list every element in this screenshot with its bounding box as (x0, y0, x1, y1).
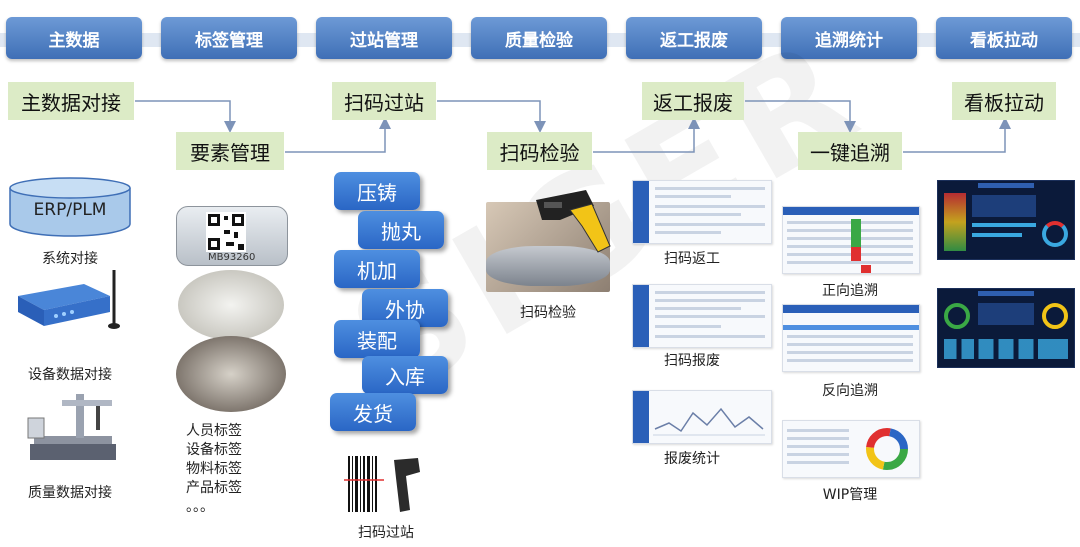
connector-1 (135, 100, 236, 133)
wip-thumbnail (782, 420, 920, 478)
step-scan-station: 扫码过站 (332, 82, 436, 120)
tab-label-management[interactable]: 标签管理 (161, 17, 297, 59)
scan-station-caption: 扫码过站 (358, 525, 414, 541)
tab-station-management[interactable]: 过站管理 (316, 17, 452, 59)
reverse-trace-thumbnail (782, 304, 920, 372)
reverse-trace-caption: 反向追溯 (822, 383, 878, 399)
process-assembly: 装配 (334, 320, 420, 358)
connector-2 (285, 117, 391, 153)
step-element-management: 要素管理 (176, 132, 284, 170)
scan-rework-caption: 扫码返工 (664, 251, 720, 267)
tag-code: MB93260 (208, 252, 256, 263)
process-machining: 机加 (334, 250, 420, 288)
device-integration-caption: 设备数据对接 (28, 367, 112, 383)
step-one-click-trace: 一键追溯 (798, 132, 902, 170)
label-types-list: 人员标签 设备标签 物料标签 产品标签 。。。 (186, 422, 276, 517)
label-type-item: 物料标签 (186, 461, 242, 477)
erp-plm-label: ERP/PLM (33, 200, 107, 220)
tab-quality-inspection[interactable]: 质量检验 (471, 17, 607, 59)
forward-trace-caption: 正向追溯 (822, 283, 878, 299)
kanban-dashboard-2 (937, 288, 1075, 368)
connector-5 (745, 100, 856, 133)
gateway-device-icon (18, 270, 120, 329)
step-kanban-pull: 看板拉动 (952, 82, 1056, 120)
system-integration-caption: 系统对接 (42, 251, 98, 267)
tab-trace-statistics[interactable]: 追溯统计 (781, 17, 917, 59)
label-type-item: 产品标签 (186, 480, 242, 496)
qr-code-icon (206, 212, 246, 252)
material-label-photo (178, 270, 284, 340)
line-chart-icon (653, 407, 765, 436)
quality-integration-caption: 质量数据对接 (28, 485, 112, 501)
scan-scrap-caption: 扫码报废 (664, 353, 720, 369)
process-shot-blasting: 抛丸 (358, 211, 444, 249)
tab-rework-scrap[interactable]: 返工报废 (626, 17, 762, 59)
database-icon (9, 177, 131, 237)
step-rework-scrap: 返工报废 (642, 82, 744, 120)
step-master-data-integration: 主数据对接 (8, 82, 134, 120)
connector-4 (593, 117, 700, 153)
label-type-item: 设备标签 (186, 442, 242, 458)
tab-kanban-pull[interactable]: 看板拉动 (936, 17, 1072, 59)
label-type-item: 。。。 (186, 499, 214, 515)
rework-screen-thumbnail (632, 180, 772, 244)
scrap-stats-thumbnail (632, 390, 772, 444)
barcode-scanner-icon (344, 456, 420, 512)
tab-master-data[interactable]: 主数据 (6, 17, 142, 59)
handheld-scanner-icon (536, 190, 611, 253)
step-scan-inspection: 扫码检验 (487, 132, 592, 170)
scrap-screen-thumbnail (632, 284, 772, 348)
process-warehousing: 入库 (362, 356, 448, 394)
donut-chart-icon (866, 428, 908, 470)
product-label-photo (176, 336, 286, 412)
scan-inspection-caption: 扫码检验 (520, 305, 576, 321)
process-shipping: 发货 (330, 393, 416, 431)
forward-trace-thumbnail (782, 206, 920, 274)
label-type-item: 人员标签 (186, 423, 242, 439)
scrap-stats-caption: 报废统计 (664, 451, 720, 467)
wip-caption: WIP管理 (822, 487, 878, 503)
cmm-machine-icon (27, 394, 116, 460)
connector-3 (437, 100, 546, 133)
process-die-casting: 压铸 (334, 172, 420, 210)
kanban-dashboard-1 (937, 180, 1075, 260)
connector-6 (903, 117, 1011, 153)
